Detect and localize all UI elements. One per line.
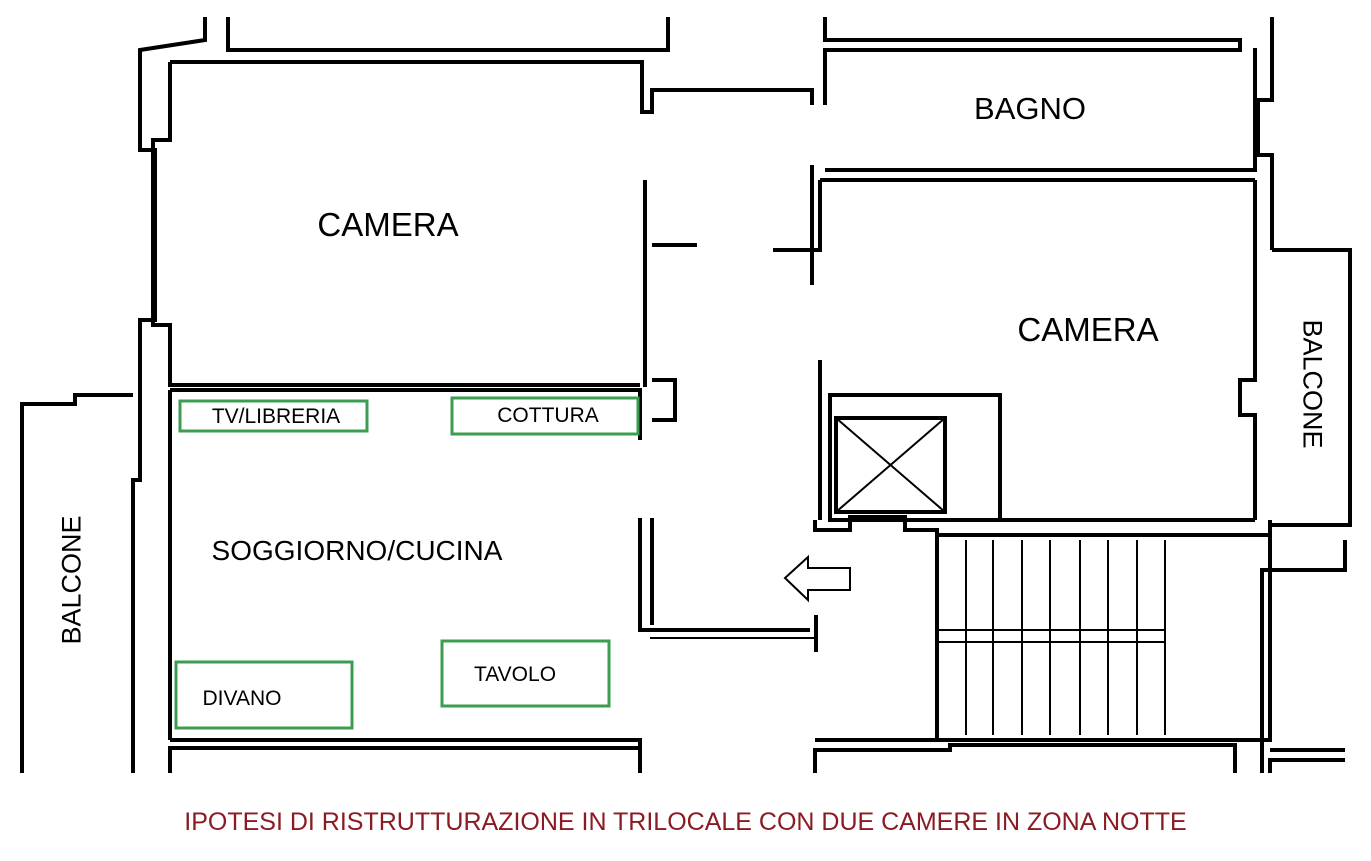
- wall-top-strip: [226, 17, 670, 52]
- balcony-left-outline: [20, 393, 133, 773]
- elevator-cab: [834, 416, 947, 514]
- wall-living-right: [638, 518, 810, 632]
- room-label-camera-right: CAMERA: [1017, 311, 1159, 348]
- elevator-shaft: [828, 393, 1002, 522]
- wall-right-bottom: [813, 540, 1347, 773]
- elevator-cross-icon: [835, 417, 946, 513]
- balcony-right-outline: [1272, 248, 1352, 527]
- wall-left-inner: [151, 62, 172, 387]
- furniture-divano-box: [174, 660, 354, 730]
- furniture-label-divano: DIVANO: [202, 687, 282, 710]
- furniture-label-tv: TV/LIBRERIA: [211, 405, 341, 428]
- furniture-cottura-box: [450, 396, 640, 436]
- wall-living-top: [170, 388, 642, 440]
- room-label-balcone-right: BALCONE: [1297, 319, 1328, 449]
- furniture-tv-box: [178, 399, 369, 433]
- wall-living-bottom: [170, 738, 642, 773]
- plan-caption: IPOTESI DI RISTRUTTURAZIONE IN TRILOCALE…: [184, 808, 1187, 836]
- stairwell: [937, 520, 1272, 742]
- furniture-label-tavolo: TAVOLO: [473, 663, 557, 686]
- wall-landing: [813, 515, 939, 742]
- wall-bottom: [168, 746, 640, 773]
- room-label-camera-left: CAMERA: [317, 206, 459, 243]
- stair-landing: [937, 629, 1166, 643]
- stair-treads: [965, 540, 1166, 735]
- wall-right-outer: [1238, 17, 1274, 520]
- wall-camera-right-left: [773, 165, 822, 520]
- room-label-soggiorno: SOGGIORNO/CUCINA: [211, 535, 503, 566]
- wall-bagno: [823, 17, 1242, 105]
- wall-living-right-notch: [652, 378, 677, 422]
- room-label-bagno: BAGNO: [974, 91, 1086, 126]
- room-label-balcone-left: BALCONE: [56, 515, 87, 645]
- wall-camera-top: [170, 60, 814, 114]
- furniture-tavolo-box: [440, 639, 611, 708]
- entrance-arrow-icon: [783, 554, 851, 603]
- wall-bagno-bottom: [820, 48, 1257, 182]
- furniture-label-cottura: COTTURA: [497, 404, 599, 427]
